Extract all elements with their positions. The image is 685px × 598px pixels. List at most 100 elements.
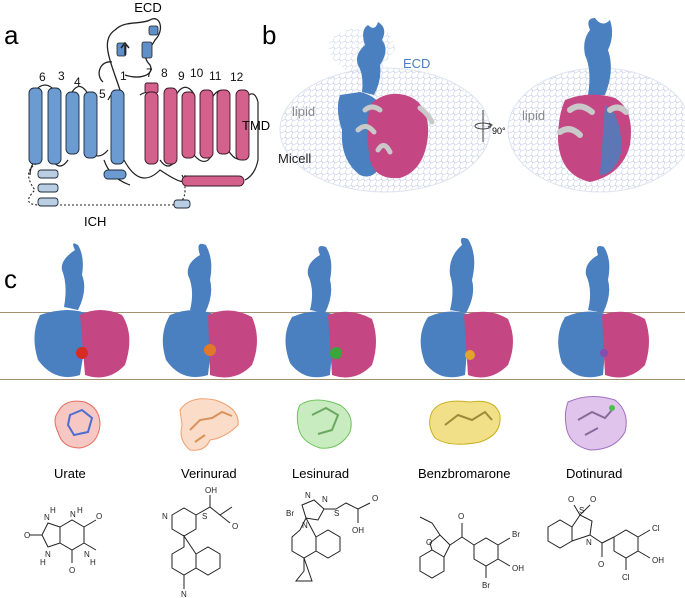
ligand-density [76, 347, 88, 359]
atom-label: N [44, 513, 50, 522]
helix-number: 5 [99, 87, 106, 101]
atom-label: O [96, 512, 102, 521]
ich-helix [37, 197, 59, 207]
tmd-label: TMD [242, 118, 270, 133]
ecd-helix [116, 42, 127, 57]
panel-label-b: b [262, 20, 277, 50]
ecd-label: ECD [134, 0, 161, 15]
lesinurad-structure [291, 499, 371, 582]
atom-label: O [24, 531, 30, 540]
panel-label-a: a [4, 20, 19, 50]
dotinurad-density-blob [564, 396, 627, 451]
chemical-structures-row: O O O N N N N H H H H OH O S N N Br N N … [24, 486, 664, 598]
helix-number: 6 [39, 70, 46, 84]
atom-label: Cl [652, 524, 660, 533]
atom-label: OH [512, 564, 524, 573]
atom-label: N [162, 512, 168, 521]
helix-number: 4 [74, 75, 81, 89]
membrane-line-bottom [0, 379, 685, 380]
atom-label: O [590, 495, 596, 504]
ecd-density [356, 22, 386, 95]
ligand-density-row [54, 396, 627, 451]
ligand-name-urate: Urate [54, 466, 86, 481]
atom-label: O [69, 566, 75, 575]
atom-label: Br [286, 509, 294, 518]
tm-helix-pink [144, 82, 159, 94]
tm-helix-blue [83, 91, 98, 159]
structure-urate [34, 243, 130, 378]
lipid-label: lipid [292, 104, 315, 119]
ligand-name-dotinurad: Dotinurad [566, 466, 623, 481]
atom-label: H [50, 506, 56, 515]
benzbromarone-structure [419, 516, 511, 579]
ligand-name-lesinurad: Lesinurad [292, 466, 350, 481]
tm-helix-pink [163, 87, 178, 165]
urate-density-blob [54, 400, 101, 449]
tm-helix-blue [47, 87, 62, 165]
tm-helix-pink [235, 89, 250, 161]
structure-benzbromarone [420, 237, 513, 378]
atom-label: H [77, 506, 83, 515]
lesinurad-density-blob [296, 399, 352, 449]
topology-diagram: ECD 6 3 4 5 1 7 8 9 10 11 12 [28, 0, 270, 229]
atom-label: S [579, 506, 584, 515]
atom-label: S [202, 512, 207, 521]
tm-helix-blue [28, 87, 43, 165]
ligand-name-verinurad: Verinurad [181, 466, 237, 481]
tm-helix-pink [181, 91, 196, 159]
ich-helix [173, 199, 191, 209]
atom-label: Br [482, 581, 490, 590]
helix-number: 11 [209, 69, 222, 83]
urate-structure [30, 519, 97, 563]
ligand-structures-row [34, 237, 649, 378]
ligand-density [204, 344, 216, 356]
dotinurad-structure [547, 504, 651, 570]
structure-dotinurad [558, 246, 649, 378]
atom-label: O [568, 495, 574, 504]
tm-helix-pink [181, 175, 245, 187]
verinurad-structure [171, 495, 233, 589]
ich-label: ICH [84, 214, 106, 229]
atom-label: OH [652, 556, 664, 565]
atom-label: O [458, 512, 464, 521]
helix-number: 10 [190, 66, 204, 80]
micell-label: Micell [278, 151, 311, 166]
atom-label: H [90, 558, 96, 567]
atom-label: Br [512, 530, 520, 539]
helix-number: 9 [178, 69, 185, 83]
panel-label-c: c [4, 264, 17, 294]
tm-helix-blue [65, 91, 80, 155]
helix-number: 3 [58, 69, 65, 83]
rotation-icon [474, 110, 493, 142]
atom-label: Cl [622, 573, 630, 582]
tm-helix-pink [144, 91, 159, 165]
rotation-label: 90° [492, 126, 506, 136]
ligand-name-benzbromarone: Benzbromarone [418, 466, 511, 481]
atom-label: O [598, 560, 604, 569]
ligand-density [465, 350, 475, 360]
ligand-density [330, 347, 342, 359]
atom-label: N [45, 550, 51, 559]
cryoem-map-panel: ECD lipid Micell 90° lipid [278, 18, 685, 193]
helix-number: 7 [146, 66, 153, 80]
atom-label: H [40, 558, 46, 567]
helix-number: 12 [230, 70, 244, 84]
tm-helix-blue [110, 89, 125, 165]
ecd-helix [141, 41, 153, 59]
ich-helix [37, 183, 59, 193]
ich-helix [37, 169, 59, 179]
ecd-helix [148, 25, 159, 36]
atom-label: N [181, 590, 187, 598]
structure-verinurad [162, 243, 257, 378]
atom-label: N [586, 538, 592, 547]
helix-number: 1 [120, 69, 127, 83]
structure-lesinurad [285, 246, 376, 378]
atom-label: N [302, 521, 308, 530]
tm-helix-blue [103, 169, 127, 180]
benzbromarone-density-blob [429, 400, 501, 445]
verinurad-density-blob [179, 398, 239, 451]
atom-label: N [84, 550, 90, 559]
helix-number: 8 [161, 66, 168, 80]
atom-label: OH [352, 526, 364, 535]
ecd-density [584, 18, 613, 95]
